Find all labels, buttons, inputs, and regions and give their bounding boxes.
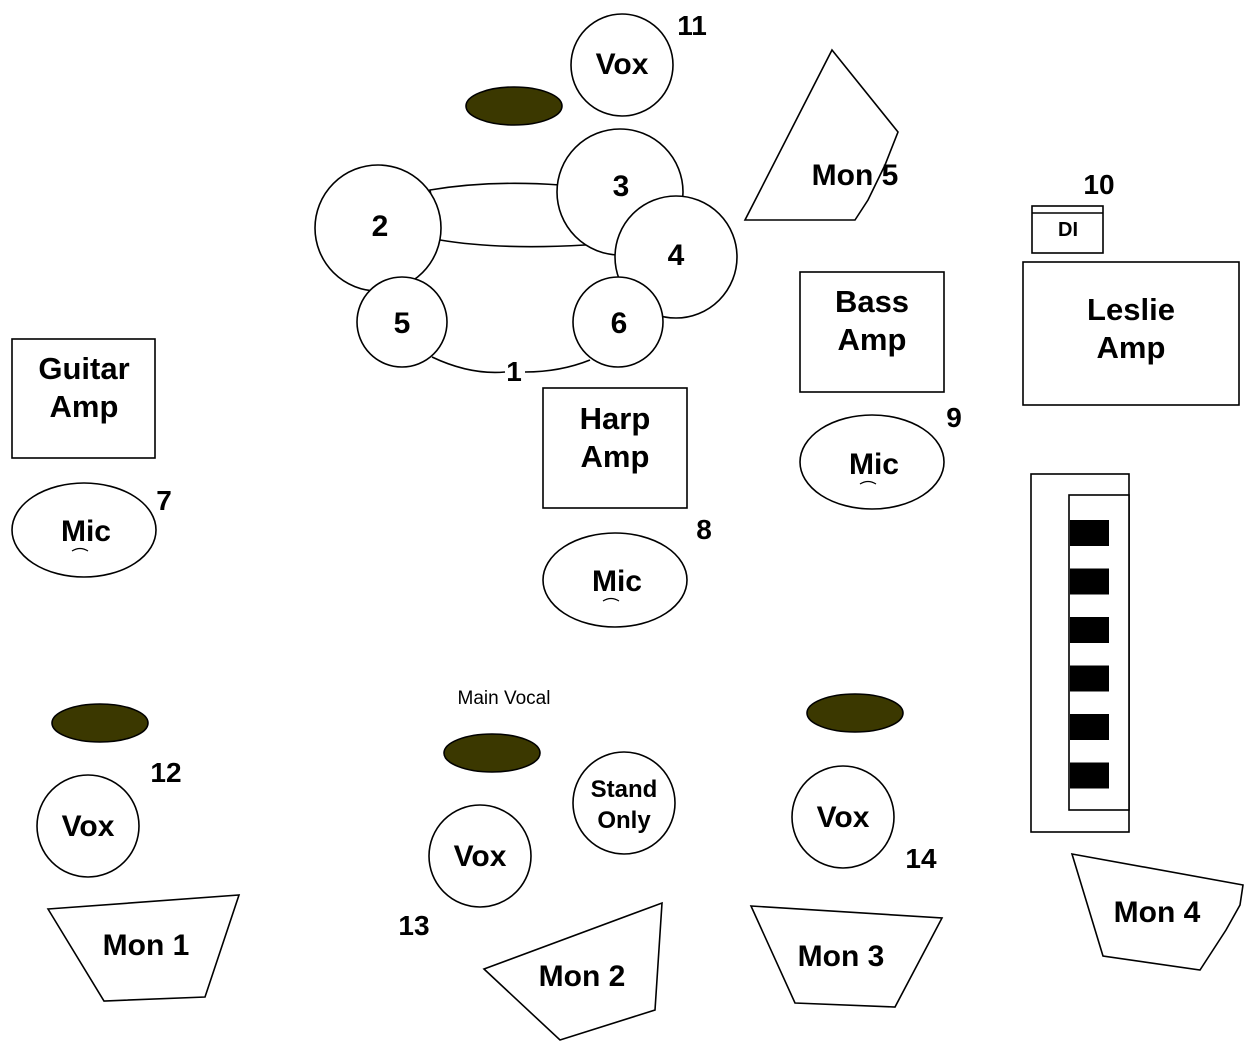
vocal-mic-center (428, 804, 532, 908)
monitor-3-label: Mon 3 (798, 940, 885, 973)
vocal-mic-right-number: 14 (905, 843, 937, 874)
keyboard-black-key (1070, 617, 1109, 643)
drum-5 (356, 276, 448, 368)
di-number: 10 (1083, 169, 1114, 200)
vocal-mic-right-label: Vox (817, 801, 870, 834)
bass-mic-mark (859, 480, 877, 485)
keyboard-black-key (1070, 762, 1109, 789)
guitar-mic-number: 7 (156, 485, 172, 516)
di-box (1031, 205, 1104, 254)
keyboard-black-key (1070, 714, 1109, 740)
drum-6-label: 6 (611, 307, 628, 340)
vocal-pad-right (806, 693, 904, 733)
leslie-amp-line2: Amp (1097, 330, 1166, 365)
guitar-mic (11, 482, 157, 578)
monitor-3 (749, 905, 944, 1008)
stand-only-line2: Only (597, 807, 651, 834)
vocal-mic-center-number: 13 (398, 910, 429, 941)
drum-kit: 3 2 4 5 6 1 (314, 128, 738, 387)
monitor-5 (743, 48, 899, 221)
monitor-1-label: Mon 1 (103, 929, 190, 962)
harp-amp (542, 387, 688, 509)
drum-kit-number: 1 (506, 356, 522, 387)
harp-mic-mark (602, 597, 620, 602)
monitor-5-label: Mon 5 (812, 159, 899, 192)
monitor-2-label: Mon 2 (539, 960, 626, 993)
keyboard-black-key (1070, 665, 1109, 692)
vocal-mic-top-number: 11 (677, 10, 707, 41)
guitar-mic-mark (71, 547, 89, 552)
keyboard-keybed (1068, 494, 1130, 811)
guitar-amp (11, 338, 156, 459)
drum-4-label: 4 (668, 239, 685, 272)
vocal-mic-top (570, 13, 674, 117)
vocal-pad-center (443, 733, 541, 773)
drum-6 (572, 276, 664, 368)
drum-2-label: 2 (372, 210, 389, 243)
leslie-amp-line1: Leslie (1087, 292, 1175, 327)
keyboard-black-key (1070, 568, 1109, 595)
guitar-amp-line2: Amp (50, 389, 119, 424)
leslie-amp (1022, 261, 1240, 406)
keyboard-black-key (1070, 520, 1109, 546)
drum-kit-outline-lower (431, 356, 506, 374)
drum-3-label: 3 (613, 170, 630, 203)
monitor-4-label: Mon 4 (1114, 896, 1201, 929)
harp-amp-line1: Harp (580, 401, 651, 436)
bass-amp (799, 271, 945, 393)
bass-mic (799, 414, 945, 510)
bass-amp-line2: Amp (838, 322, 907, 357)
vocal-mic-left-label: Vox (62, 810, 115, 843)
vocal-mic-left (36, 774, 140, 878)
guitar-amp-line1: Guitar (38, 351, 129, 386)
bass-mic-number: 9 (946, 402, 962, 433)
vocal-mic-left-number: 12 (150, 757, 181, 788)
harp-mic-number: 8 (696, 514, 712, 545)
di-label: DI (1058, 219, 1078, 241)
harp-mic-label: Mic (592, 565, 642, 598)
vocal-mic-center-label: Vox (454, 840, 507, 873)
keyboard (1030, 473, 1130, 833)
monitor-2 (482, 901, 663, 1041)
keyboard-black-keys (1070, 520, 1109, 789)
vocal-mic-right (791, 765, 895, 869)
main-vocal-note: Main Vocal (458, 688, 551, 709)
bass-mic-label: Mic (849, 448, 899, 481)
drum-5-label: 5 (394, 307, 411, 340)
guitar-mic-label: Mic (61, 515, 111, 548)
drum-kit-outline-lower-right (524, 359, 591, 373)
bass-amp-line1: Bass (835, 284, 909, 319)
stand-only (572, 751, 676, 855)
vocal-pad-left (51, 703, 149, 743)
monitor-4 (1070, 852, 1244, 971)
vocal-mic-top-label: Vox (596, 48, 649, 81)
harp-amp-line2: Amp (581, 439, 650, 474)
stand-only-line1: Stand (591, 776, 658, 803)
monitor-1 (46, 894, 241, 1002)
harp-mic (542, 532, 688, 628)
vocal-pad-top (465, 86, 563, 126)
